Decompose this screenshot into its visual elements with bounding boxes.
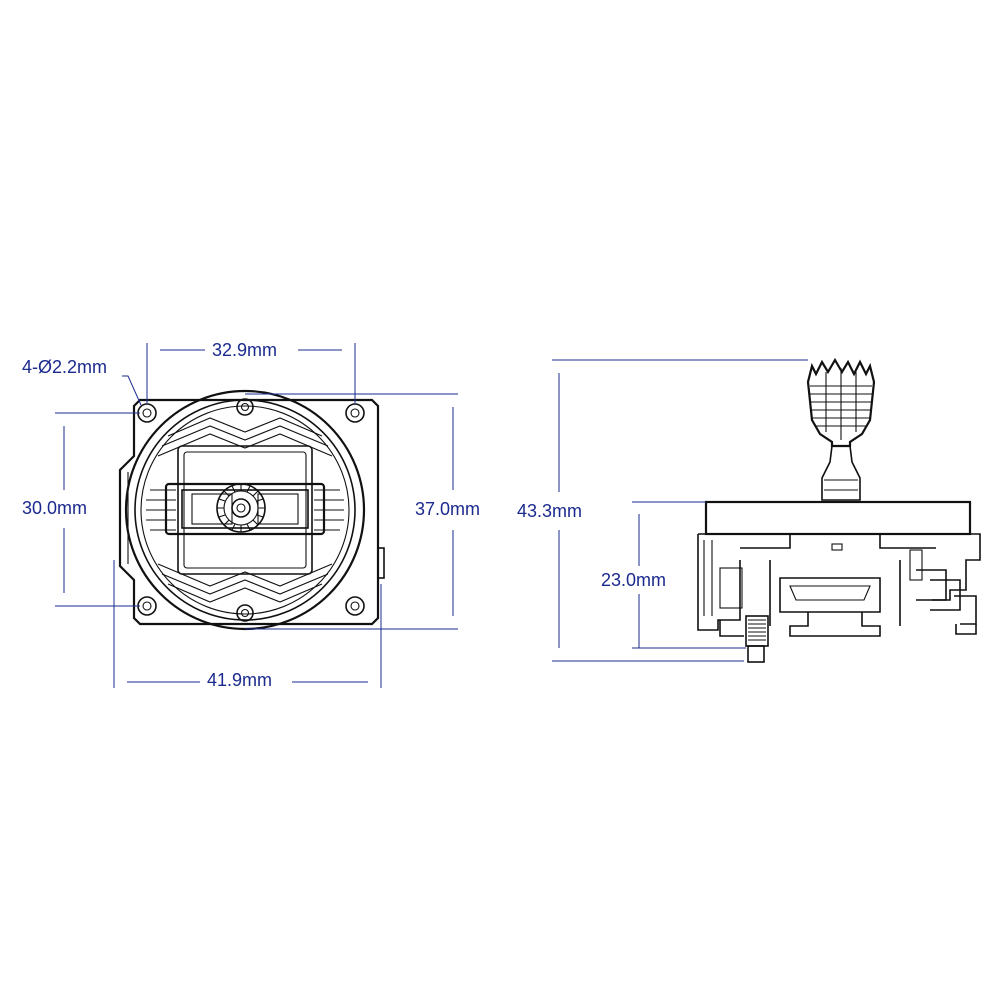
mounting-hole-bottom-left xyxy=(137,596,157,616)
ring-screw-top xyxy=(236,398,254,416)
side-dimensions xyxy=(552,359,808,662)
gimbal-body xyxy=(697,533,981,637)
mounting-hole-top-right xyxy=(345,403,365,423)
total-height-label: 43.3mm xyxy=(517,501,582,521)
ribs-bottom xyxy=(157,563,333,603)
stick-knob xyxy=(216,483,266,533)
side-connector xyxy=(377,547,385,579)
body-height-label: 23.0mm xyxy=(601,570,666,590)
side-ticks xyxy=(146,489,344,531)
ribs-top xyxy=(157,417,333,457)
right-height-label: 37.0mm xyxy=(415,499,480,519)
hole-spec-label: 4-Ø2.2mm xyxy=(22,357,107,377)
top-width-label: 32.9mm xyxy=(212,340,277,360)
left-height-label: 30.0mm xyxy=(22,498,87,518)
bottom-width-label: 41.9mm xyxy=(207,670,272,690)
front-view xyxy=(55,343,458,688)
ring-screw-bottom xyxy=(236,604,254,622)
housing-outline xyxy=(118,398,380,626)
side-view xyxy=(552,357,981,663)
top-plate xyxy=(704,500,972,536)
front-dimensions xyxy=(55,343,458,688)
stick-shaft xyxy=(821,445,861,501)
spring-pin xyxy=(745,615,769,663)
mounting-hole-bottom-right xyxy=(345,596,365,616)
gimbal-ring-inner xyxy=(134,399,356,621)
gimbal-frame xyxy=(177,445,313,575)
mounting-hole-top-left xyxy=(137,403,157,423)
stick-cap xyxy=(806,357,876,448)
